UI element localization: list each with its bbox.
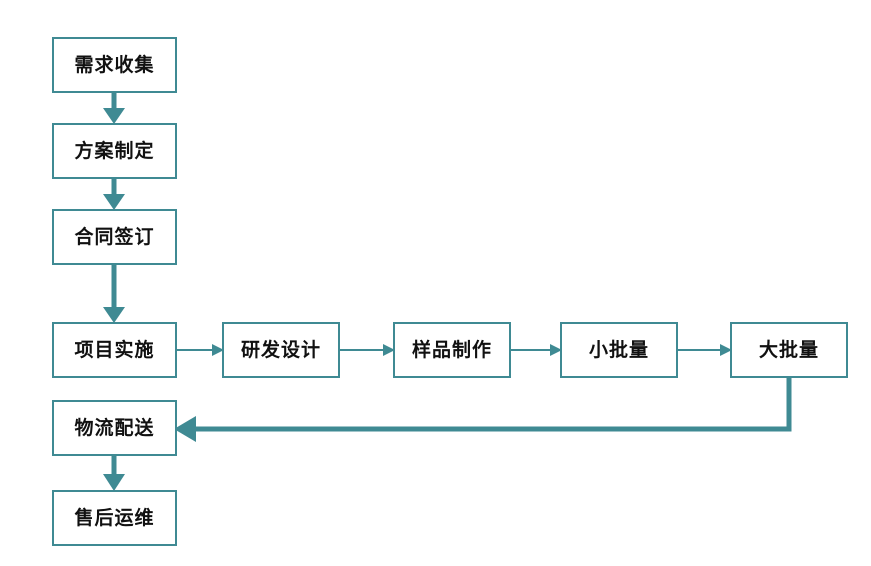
node-requirements-gathering[interactable]: 需求收集 — [52, 37, 177, 93]
node-label: 需求收集 — [74, 53, 155, 76]
node-project-implementation[interactable]: 项目实施 — [52, 322, 177, 378]
node-label: 研发设计 — [240, 338, 321, 361]
edge-large-batch-to-logistics — [174, 378, 792, 442]
edge-sample-to-small-batch — [511, 344, 562, 356]
node-label: 合同签订 — [74, 225, 155, 248]
node-label: 样品制作 — [411, 338, 492, 361]
node-label: 小批量 — [588, 338, 649, 361]
edge-requirements-to-plan — [103, 93, 125, 124]
node-label: 方案制定 — [74, 139, 155, 162]
edge-implementation-to-rnd — [177, 344, 224, 356]
edge-contract-to-implementation — [103, 265, 125, 323]
edge-plan-to-contract — [103, 179, 125, 210]
node-label: 大批量 — [758, 338, 819, 361]
node-contract-signing[interactable]: 合同签订 — [52, 209, 177, 265]
node-label: 售后运维 — [74, 506, 155, 529]
node-rnd-design[interactable]: 研发设计 — [222, 322, 340, 378]
node-logistics-delivery[interactable]: 物流配送 — [52, 400, 177, 456]
edge-logistics-to-aftersales — [103, 456, 125, 491]
node-label: 项目实施 — [74, 338, 155, 361]
edge-small-batch-to-large-batch — [678, 344, 732, 356]
edge-rnd-to-sample — [340, 344, 395, 356]
node-sample-production[interactable]: 样品制作 — [393, 322, 511, 378]
node-label: 物流配送 — [74, 416, 155, 439]
node-aftersales-maintenance[interactable]: 售后运维 — [52, 490, 177, 546]
node-small-batch[interactable]: 小批量 — [560, 322, 678, 378]
node-plan-formulation[interactable]: 方案制定 — [52, 123, 177, 179]
node-large-batch[interactable]: 大批量 — [730, 322, 848, 378]
